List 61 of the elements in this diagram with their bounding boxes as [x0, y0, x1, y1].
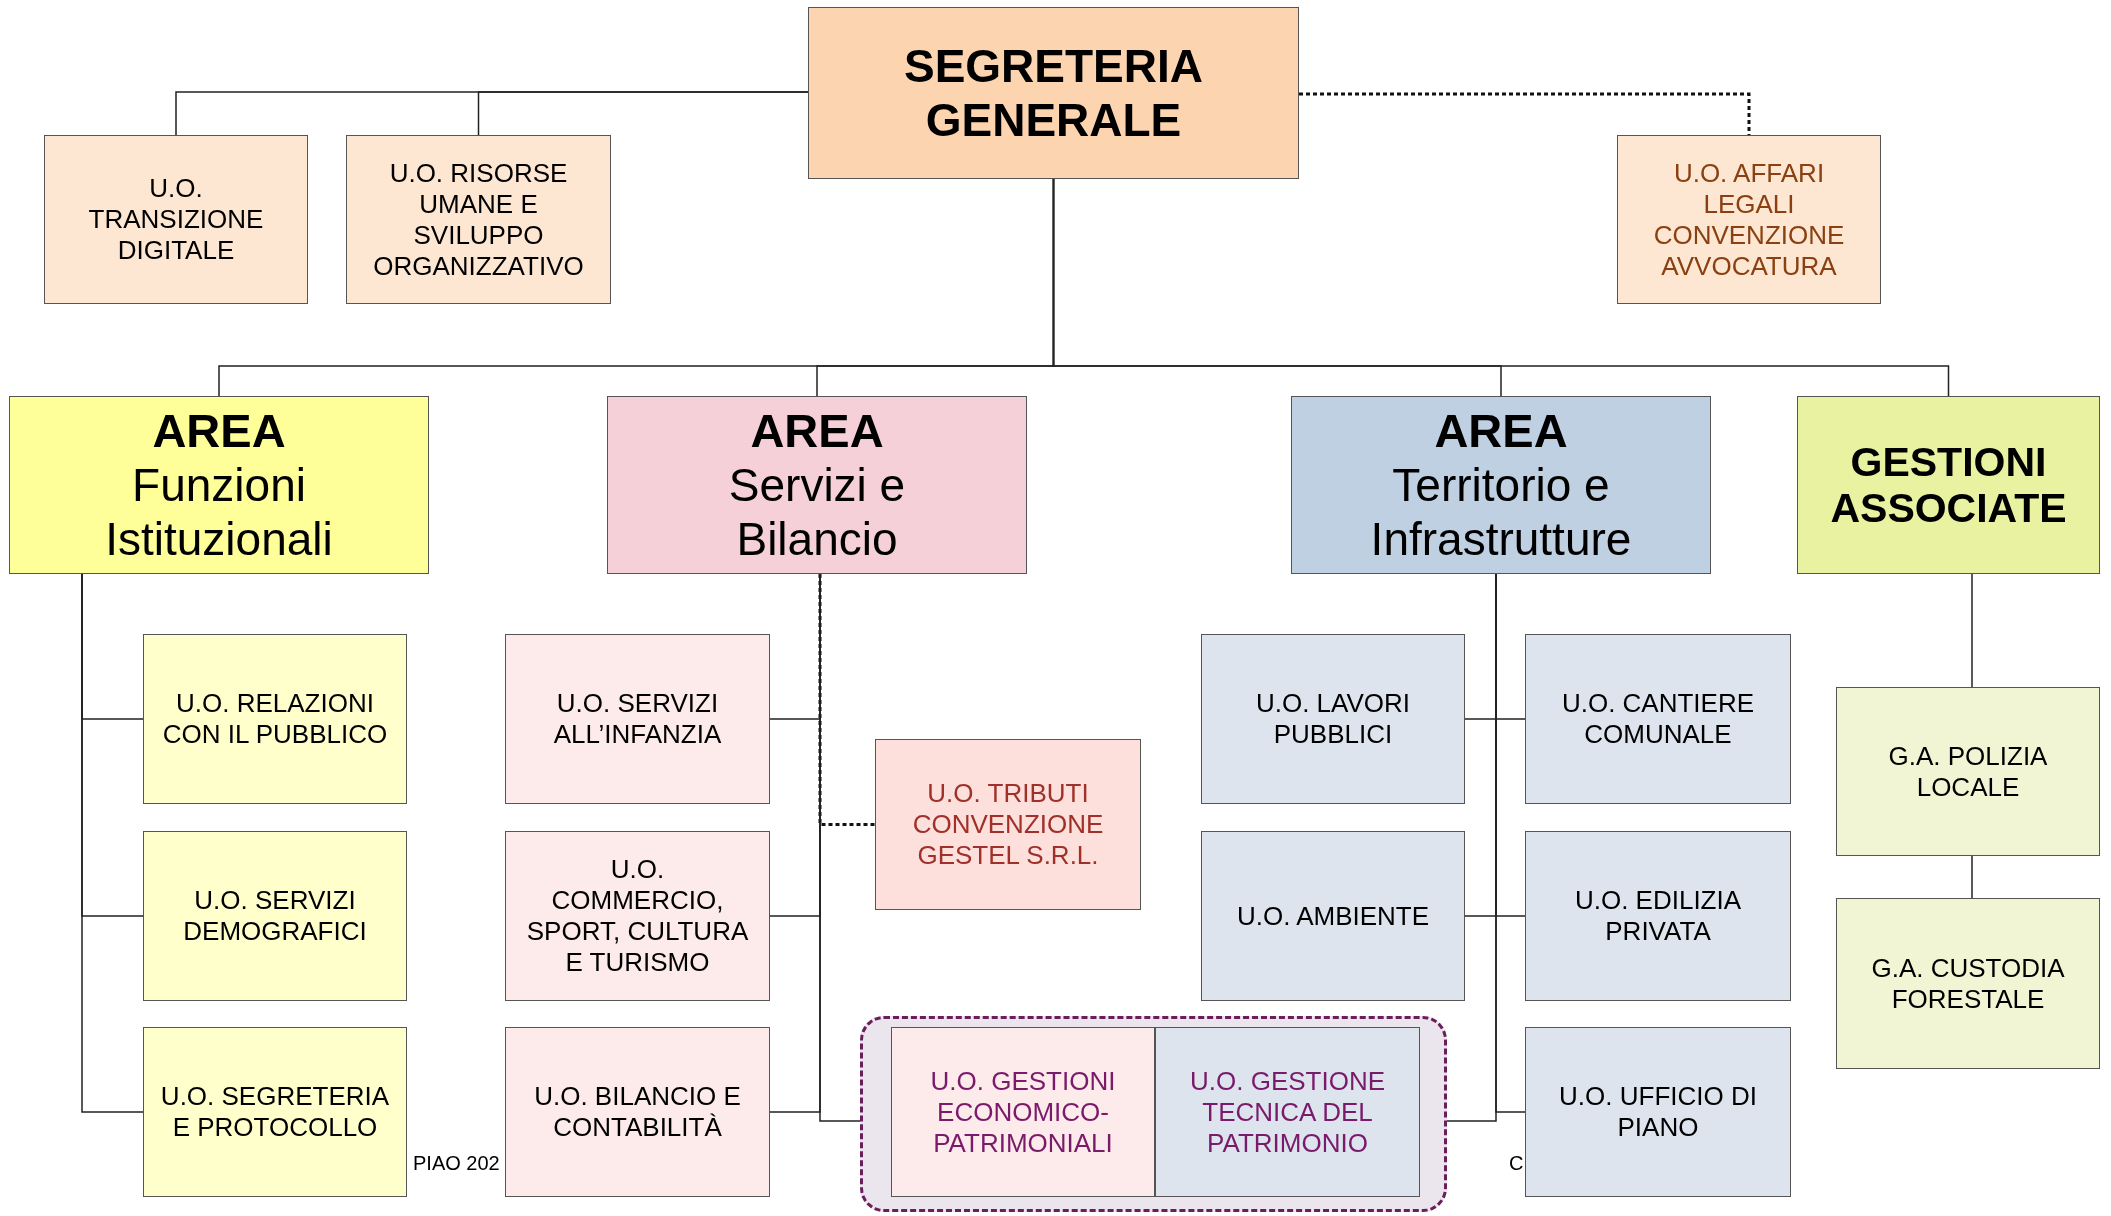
dashed-group-frame — [860, 1016, 1447, 1212]
unit-box — [143, 634, 407, 804]
unit-box — [1836, 687, 2100, 856]
area-heading: AREA — [750, 404, 884, 458]
unit-name: U.O. EDILIZIA PRIVATA — [1573, 885, 1743, 947]
unit-box — [1525, 831, 1791, 1001]
connector-line — [1052, 178, 1950, 397]
footer-text: C — [1509, 1151, 1524, 1176]
unit-box — [143, 1027, 407, 1197]
unit-box — [891, 1027, 1155, 1197]
unit-box — [346, 135, 611, 304]
unit-name: U.O. AMBIENTE — [1236, 900, 1430, 932]
unit-name: Servizi e Bilancio — [727, 458, 907, 566]
footer-text: PIAO 202 — [413, 1151, 500, 1176]
connector-line — [477, 91, 809, 136]
unit-name: SEGRETERIA GENERALE — [902, 39, 1204, 147]
unit-box — [875, 739, 1141, 910]
unit-box — [1525, 634, 1791, 804]
unit-box — [1155, 1027, 1420, 1197]
unit-name: U.O. LAVORI PUBBLICI — [1254, 688, 1412, 750]
unit-name: U.O. GESTIONI ECONOMICO-PATRIMONIALI — [929, 1065, 1117, 1159]
unit-name: G.A. POLIZIA LOCALE — [1887, 740, 2049, 803]
unit-box — [1525, 1027, 1791, 1197]
unit-box — [143, 831, 407, 1001]
unit-name: U.O. RELAZIONI CON IL PUBBLICO — [161, 688, 389, 750]
unit-box — [44, 135, 308, 304]
unit-name: Territorio e Infrastrutture — [1369, 458, 1633, 566]
unit-box — [1617, 135, 1881, 304]
connector-line — [81, 573, 144, 1113]
unit-name: U.O. COMMERCIO, SPORT, CULTURA E TURISMO — [525, 854, 750, 978]
connector-line — [819, 573, 861, 1122]
connector-line — [818, 574, 875, 826]
unit-name: U.O. AFFARI LEGALI CONVENZIONE AVVOCATURA — [1652, 157, 1846, 282]
unit-name: U.O. SERVIZI ALL’INFANZIA — [552, 688, 723, 750]
unit-name: U.O. TRIBUTI CONVENZIONE GESTEL S.R.L. — [911, 778, 1105, 871]
area-heading: AREA — [1434, 404, 1568, 458]
unit-name: GESTIONI ASSOCIATE — [1829, 439, 2068, 531]
area-box — [1291, 396, 1711, 574]
unit-name: U.O. TRANSIZIONE DIGITALE — [87, 173, 265, 266]
unit-name: U.O. SERVIZI DEMOGRAFICI — [182, 885, 368, 947]
unit-name: Funzioni Istituzionali — [104, 458, 334, 566]
unit-box — [505, 831, 770, 1001]
unit-box — [1201, 831, 1465, 1001]
unit-box — [505, 634, 770, 804]
org-head-box — [808, 7, 1299, 179]
unit-name: U.O. SEGRETERIA E PROTOCOLLO — [159, 1081, 391, 1143]
unit-name: U.O. GESTIONE TECNICA DEL PATRIMONIO — [1189, 1065, 1386, 1159]
unit-box — [505, 1027, 770, 1197]
connector-line — [1971, 855, 1973, 899]
unit-name: U.O. UFFICIO DI PIANO — [1558, 1081, 1758, 1143]
unit-name: G.A. CUSTODIA FORESTALE — [1870, 952, 2066, 1015]
unit-box — [1201, 634, 1465, 804]
area-heading: AREA — [152, 404, 286, 458]
area-box — [607, 396, 1027, 574]
connector-line — [1971, 573, 1973, 688]
area-box — [9, 396, 429, 574]
unit-name: U.O. RISORSE UMANE E SVILUPPO ORGANIZZATIVO — [372, 157, 585, 282]
unit-name: U.O. CANTIERE COMUNALE — [1560, 688, 1756, 750]
unit-name: U.O. BILANCIO E CONTABILITÀ — [533, 1081, 742, 1143]
unit-box — [1836, 898, 2100, 1069]
area-box — [1797, 396, 2100, 574]
